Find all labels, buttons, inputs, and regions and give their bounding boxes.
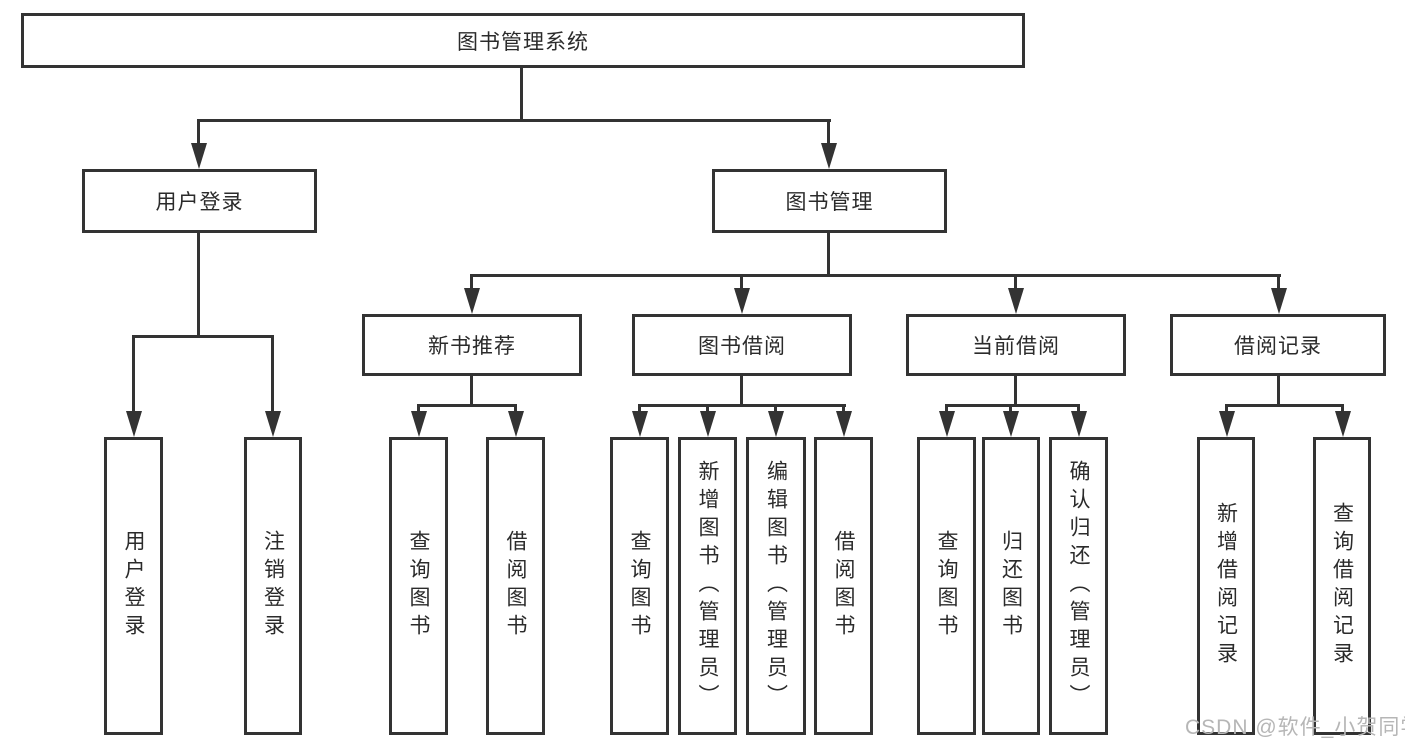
connector-leaf-drop	[638, 404, 641, 413]
leaf-borrow-books-recommend-label: 借阅图书	[504, 530, 527, 642]
connector-borrow-stub	[740, 376, 743, 407]
connector-leaf-drop	[945, 404, 948, 413]
node-borrow-records: 借阅记录	[1170, 314, 1386, 376]
leaf-return-books: 归还图书	[982, 437, 1040, 735]
leaf-add-books-admin-label: 新增图书（管理员）	[696, 460, 719, 712]
leaf-borrow-books-borrow-label: 借阅图书	[832, 530, 855, 642]
node-book-borrow: 图书借阅	[632, 314, 852, 376]
connector-recommend-stub	[470, 376, 473, 407]
leaf-query-borrow-record-label: 查询借阅记录	[1330, 502, 1354, 670]
arrowhead-down-icon	[700, 411, 716, 437]
leaf-confirm-return-admin-label: 确认归还（管理员）	[1067, 460, 1090, 712]
connector-to-leaf-user-login	[132, 335, 135, 413]
arrowhead-down-icon	[508, 411, 524, 437]
connector-leaf-drop	[514, 404, 517, 413]
leaf-query-books-current: 查询图书	[917, 437, 976, 735]
leaf-edit-books-admin-label: 编辑图书（管理员）	[764, 460, 788, 712]
leaf-user-login: 用户登录	[104, 437, 163, 735]
arrowhead-down-icon	[1008, 288, 1024, 314]
arrowhead-down-icon	[821, 143, 837, 169]
connector-root-stub	[520, 68, 523, 122]
leaf-borrow-books-borrow: 借阅图书	[814, 437, 873, 735]
connector-user-login-hbar	[132, 335, 274, 338]
leaf-add-borrow-record: 新增借阅记录	[1197, 437, 1255, 735]
leaf-confirm-return-admin: 确认归还（管理员）	[1049, 437, 1108, 735]
connector-level3-hbar	[471, 274, 1281, 277]
arrowhead-down-icon	[1271, 288, 1287, 314]
connector-to-new-book-recommend	[470, 274, 473, 290]
node-user-login: 用户登录	[82, 169, 317, 233]
connector-records-hbar	[1225, 404, 1343, 407]
leaf-query-books-borrow-label: 查询图书	[628, 530, 651, 642]
node-root-label: 图书管理系统	[457, 30, 589, 54]
leaf-logout: 注销登录	[244, 437, 302, 735]
connector-to-current-borrow	[1014, 274, 1017, 290]
connector-root-hbar	[198, 119, 831, 122]
arrowhead-down-icon	[464, 288, 480, 314]
connector-leaf-drop	[842, 404, 845, 413]
connector-to-borrow-records	[1277, 274, 1280, 290]
connector-leaf-drop	[417, 404, 420, 413]
leaf-query-borrow-record: 查询借阅记录	[1313, 437, 1371, 735]
arrowhead-down-icon	[939, 411, 955, 437]
connector-leaf-drop	[706, 404, 709, 413]
connector-to-book-borrow	[740, 274, 743, 290]
arrowhead-down-icon	[632, 411, 648, 437]
connector-leaf-drop	[1077, 404, 1080, 413]
leaf-borrow-books-recommend: 借阅图书	[486, 437, 545, 735]
arrowhead-down-icon	[265, 411, 281, 437]
node-book-management-label: 图书管理	[785, 191, 874, 214]
connector-recommend-hbar	[417, 404, 517, 407]
arrowhead-down-icon	[1003, 411, 1019, 437]
node-user-login-label: 用户登录	[155, 191, 244, 214]
arrowhead-down-icon	[126, 411, 142, 437]
leaf-query-books-recommend: 查询图书	[389, 437, 448, 735]
leaf-return-books-label: 归还图书	[999, 530, 1023, 642]
arrowhead-down-icon	[411, 411, 427, 437]
connector-book-management-stub	[827, 233, 830, 277]
node-book-management: 图书管理	[712, 169, 947, 233]
leaf-edit-books-admin: 编辑图书（管理员）	[746, 437, 806, 735]
arrowhead-down-icon	[1071, 411, 1087, 437]
connector-user-login-stub	[197, 233, 200, 338]
connector-borrow-hbar	[638, 404, 846, 407]
node-current-borrow-label: 当前借阅	[972, 335, 1060, 358]
connector-current-hbar	[945, 404, 1079, 407]
leaf-add-books-admin: 新增图书（管理员）	[678, 437, 737, 735]
leaf-query-books-current-label: 查询图书	[935, 530, 958, 642]
leaf-logout-label: 注销登录	[261, 530, 285, 642]
connector-leaf-drop	[1009, 404, 1012, 413]
node-book-borrow-label: 图书借阅	[698, 335, 786, 358]
connector-leaf-drop	[1341, 404, 1344, 413]
node-current-borrow: 当前借阅	[906, 314, 1126, 376]
leaf-add-borrow-record-label: 新增借阅记录	[1214, 502, 1238, 670]
connector-leaf-drop	[774, 404, 777, 413]
arrowhead-down-icon	[1219, 411, 1235, 437]
arrowhead-down-icon	[734, 288, 750, 314]
connector-to-leaf-logout	[271, 335, 274, 413]
node-root: 图书管理系统	[21, 13, 1025, 68]
connector-leaf-drop	[1225, 404, 1228, 413]
connector-current-stub	[1014, 376, 1017, 407]
watermark: CSDN @软件_小贺同学	[1185, 716, 1405, 739]
node-new-book-recommend-label: 新书推荐	[428, 335, 516, 358]
leaf-query-books-borrow: 查询图书	[610, 437, 669, 735]
node-new-book-recommend: 新书推荐	[362, 314, 582, 376]
arrowhead-down-icon	[836, 411, 852, 437]
arrowhead-down-icon	[1335, 411, 1351, 437]
connector-records-stub	[1277, 376, 1280, 407]
connector-to-book-management	[827, 119, 830, 147]
arrowhead-down-icon	[191, 143, 207, 169]
leaf-user-login-label: 用户登录	[122, 530, 145, 642]
node-borrow-records-label: 借阅记录	[1234, 335, 1322, 358]
leaf-query-books-recommend-label: 查询图书	[407, 530, 430, 642]
arrowhead-down-icon	[768, 411, 784, 437]
connector-to-user-login	[197, 119, 200, 147]
